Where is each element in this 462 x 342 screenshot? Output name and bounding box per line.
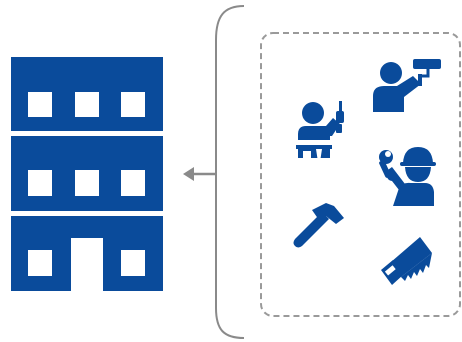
group-dashed-border [260, 32, 461, 317]
group-bracket [215, 5, 245, 339]
arrow-left-icon [183, 167, 216, 181]
hammer-icon [293, 203, 344, 248]
building-door [71, 238, 103, 291]
building-floor-top [11, 57, 163, 131]
technician-with-drill-and-tool-belt-icon [296, 101, 344, 162]
building-floor-ground [11, 216, 163, 291]
painter-roller-worker-icon [373, 59, 441, 112]
hand-saw-icon [381, 237, 432, 285]
worker-with-wrench-and-hard-hat-icon [379, 147, 436, 206]
building-icon [11, 57, 163, 291]
building-floor-middle [11, 136, 163, 211]
